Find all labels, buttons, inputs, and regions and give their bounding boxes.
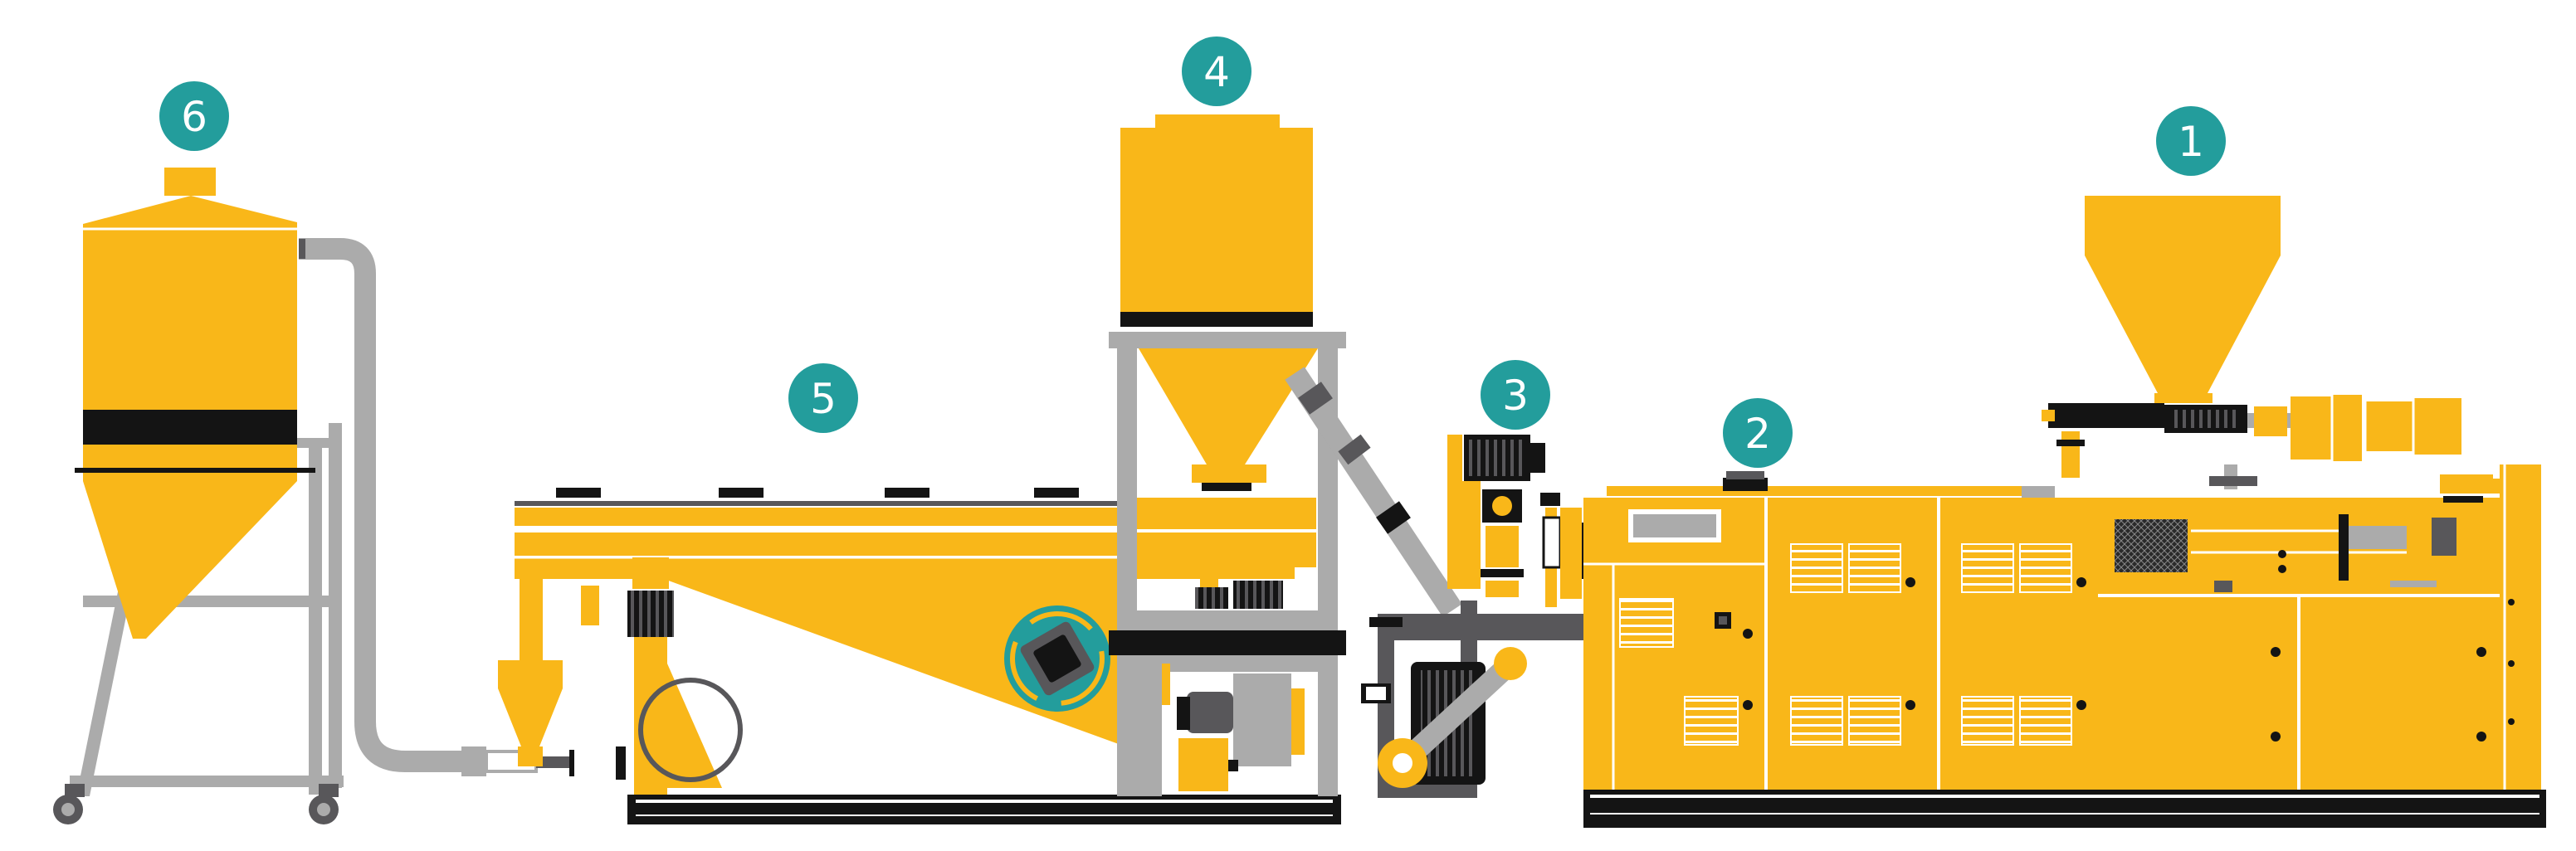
extruder-machine — [1583, 196, 2546, 828]
die-column — [1447, 435, 1595, 607]
badge-station-2: 2 — [1723, 398, 1793, 468]
extruder-hopper — [2042, 196, 2461, 489]
badge-circle — [1723, 398, 1793, 468]
extruder-base-rail — [1583, 790, 2546, 828]
control-cabinet — [1583, 498, 2098, 790]
upper-hopper — [1109, 114, 1462, 796]
badge-label: 6 — [181, 93, 207, 141]
badge-circle — [159, 81, 229, 151]
small-feed-hopper — [498, 571, 599, 766]
badge-station-6: 6 — [159, 81, 229, 151]
hopper-drive-unit — [1137, 664, 1338, 796]
badge-label: 2 — [1744, 410, 1771, 458]
trough-body — [515, 488, 1295, 746]
station-badges: 6 4 1 5 3 2 — [159, 36, 2226, 468]
vibration-motor — [1004, 605, 1110, 712]
badge-label: 3 — [1502, 372, 1529, 420]
die-head — [1361, 435, 1618, 798]
conveyor-trough — [498, 488, 1341, 824]
badge-station-3: 3 — [1481, 360, 1550, 430]
badge-station-5: 5 — [788, 363, 858, 433]
silo-caster-left — [53, 784, 85, 824]
silo-body — [75, 168, 315, 639]
badge-circle — [2156, 106, 2226, 176]
badge-circle — [1481, 360, 1550, 430]
silo-caster-right — [309, 784, 339, 824]
badge-station-1: 1 — [2156, 106, 2226, 176]
cabinet-top-rail — [1607, 471, 2055, 498]
extruder-barrel — [2108, 474, 2500, 592]
hopper-body — [1120, 114, 1318, 609]
badge-label: 1 — [2178, 118, 2204, 166]
trough-support — [616, 557, 743, 795]
badge-circle — [788, 363, 858, 433]
conveyor-base-rail — [627, 795, 1341, 824]
badge-station-4: 4 — [1182, 36, 1251, 106]
badge-label: 5 — [810, 375, 837, 423]
badge-circle — [1182, 36, 1251, 106]
cyclone-silo — [53, 168, 574, 824]
badge-label: 4 — [1203, 48, 1230, 96]
hopper-stand — [1109, 332, 1346, 796]
die-drive-motor — [1361, 647, 1527, 788]
transfer-pipe — [1285, 367, 1462, 617]
